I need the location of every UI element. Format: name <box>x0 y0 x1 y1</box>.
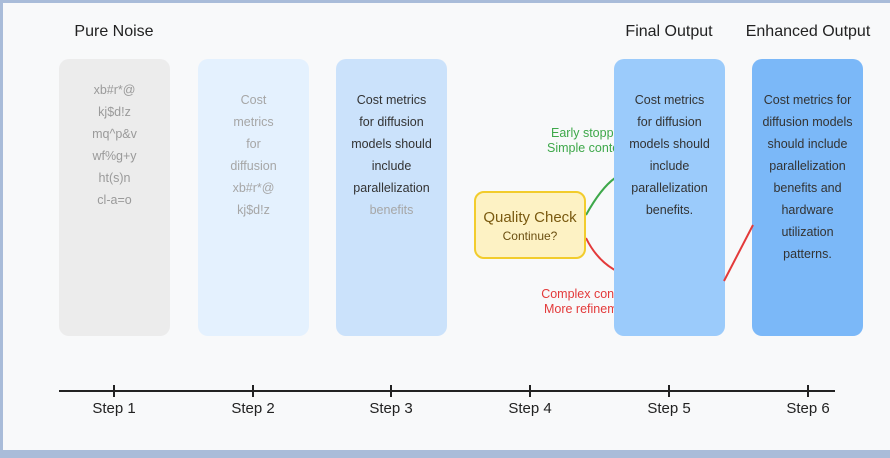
early-line-1: Early stopping <box>551 126 631 140</box>
card-line: xb#r*@ <box>232 181 275 195</box>
card-line: metrics <box>233 115 274 129</box>
complex-line-1: Complex content <box>541 287 635 301</box>
step-label-6: Step 6 <box>786 400 830 417</box>
card-line: include <box>649 159 690 173</box>
card-line: wf%g+y <box>92 149 137 163</box>
early-stopping-annotation: Early stopping Simple content <box>547 126 631 156</box>
card-line: benefits and <box>773 181 842 195</box>
card-line: diffusion <box>230 159 277 173</box>
card-line: should include <box>767 137 848 151</box>
card-line: cl-a=o <box>97 193 132 207</box>
card-line: xb#r*@ <box>93 83 136 97</box>
card-line: models should <box>629 137 710 151</box>
card-line: Cost metrics for <box>763 93 852 107</box>
card-line: benefits <box>369 203 414 217</box>
card-line: for <box>246 137 261 151</box>
step-label-4: Step 4 <box>508 400 552 417</box>
timeline <box>59 385 835 397</box>
step-label-3: Step 3 <box>369 400 413 417</box>
card-line: for diffusion <box>637 115 702 129</box>
card-line: parallelization <box>353 181 430 195</box>
step3-card: Cost metrics for diffusion models should… <box>336 59 447 336</box>
card-line: ht(s)n <box>98 171 131 185</box>
quality-check-node: Quality Check Continue? <box>474 191 586 259</box>
header-enhanced-output: Enhanced Output <box>745 23 871 40</box>
card-line: parallelization <box>631 181 708 195</box>
step6-connector-layer <box>723 224 754 282</box>
header-pure-noise: Pure Noise <box>74 23 154 40</box>
card-line: patterns. <box>783 247 832 261</box>
card-line: for diffusion <box>359 115 424 129</box>
complex-line-2: More refinement <box>543 302 635 316</box>
header-final-output: Final Output <box>625 23 713 40</box>
step5-card: Cost metrics for diffusion models should… <box>614 59 725 336</box>
complex-content-annotation: Complex content More refinement <box>535 287 635 317</box>
early-line-2: Simple content <box>547 141 630 155</box>
card-line: Cost metrics <box>356 93 427 107</box>
quality-check-title: Quality Check <box>483 209 577 226</box>
card-line: utilization <box>781 225 834 239</box>
step-label-5: Step 5 <box>647 400 691 417</box>
card-line: diffusion models <box>762 115 853 129</box>
step1-card: xb#r*@ kj$d!z mq^p&v wf%g+y ht(s)n cl-a=… <box>59 59 170 336</box>
card-line: models should <box>351 137 432 151</box>
card-line: Cost metrics <box>634 93 705 107</box>
step2-card: Cost metrics for diffusion xb#r*@ kj$d!z <box>198 59 309 336</box>
card-line: mq^p&v <box>92 127 137 141</box>
step-label-2: Step 2 <box>231 400 275 417</box>
step6-card: Cost metrics for diffusion models should… <box>752 59 863 336</box>
quality-check-subtitle: Continue? <box>502 229 558 243</box>
card-line: hardware <box>781 203 834 217</box>
card-line: kj$d!z <box>237 203 270 217</box>
early-stop-connector <box>585 177 616 216</box>
diffusion-diagram: Pure Noise Final Output Enhanced Output … <box>3 3 890 450</box>
card-line: kj$d!z <box>98 105 131 119</box>
enhance-connector <box>723 224 754 282</box>
card-line: benefits. <box>645 203 694 217</box>
card-line: include <box>371 159 412 173</box>
step-label-1: Step 1 <box>92 400 136 417</box>
card-line: parallelization <box>769 159 846 173</box>
card-line: Cost <box>240 93 267 107</box>
